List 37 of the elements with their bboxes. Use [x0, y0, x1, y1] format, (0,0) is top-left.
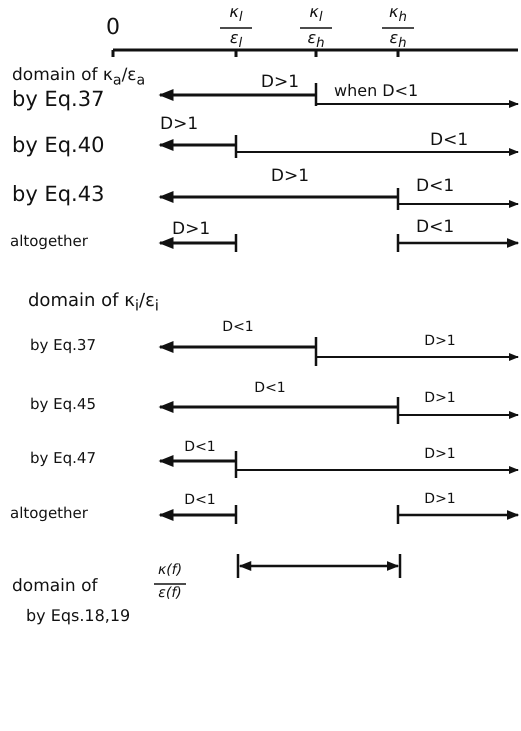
row-label: by Eq.43 [12, 183, 104, 206]
row-label: by Eq.37 [12, 88, 104, 112]
row-label: altogether [10, 505, 88, 522]
row-label: by Eqs.18,19 [26, 607, 130, 625]
range-label: D>1 [424, 492, 456, 508]
tick-label: κ$_{l}$ [309, 3, 323, 26]
section-heading: domain of [12, 577, 98, 596]
fraction-denominator: ε(f) [158, 586, 182, 602]
section-heading: domain of κ$_{i}$/ε$_{i}$ [28, 291, 159, 314]
range-label: D>1 [260, 73, 300, 92]
tick-label: κ$_{h}$ [389, 3, 407, 26]
range-label: D<1 [254, 381, 286, 396]
row-label: by Eq.45 [30, 396, 96, 412]
range-label: D<1 [416, 218, 454, 237]
range-label: D<1 [416, 177, 454, 196]
row-label: altogether [10, 233, 88, 250]
range-label: D<1 [184, 440, 216, 456]
range-label: D<1 [430, 131, 468, 150]
range-label: D<1 [222, 320, 254, 336]
range-label: D>1 [270, 167, 310, 186]
row-label: by Eq.47 [30, 450, 96, 466]
row-label: by Eq.37 [30, 337, 96, 354]
range-label: D>1 [172, 220, 210, 239]
row-label: by Eq.40 [12, 134, 104, 158]
fraction-numerator: κ(f) [158, 563, 182, 578]
tick-label: ε$_{h}$ [307, 29, 325, 52]
tick-label: κ$_{l}$ [229, 3, 243, 26]
axis-origin-label: 0 [106, 16, 120, 40]
range-label: D<1 [184, 493, 216, 508]
tick-label: ε$_{l}$ [230, 29, 242, 52]
range-label: D>1 [424, 447, 456, 462]
tick-label: ε$_{h}$ [389, 29, 407, 52]
range-label: D>1 [160, 115, 198, 134]
range-label: D>1 [424, 391, 456, 406]
range-label: D>1 [424, 334, 456, 350]
range-label: when D<1 [334, 82, 418, 100]
section-heading: domain of κ$_{a}$/ε$_{a}$ [12, 66, 146, 89]
